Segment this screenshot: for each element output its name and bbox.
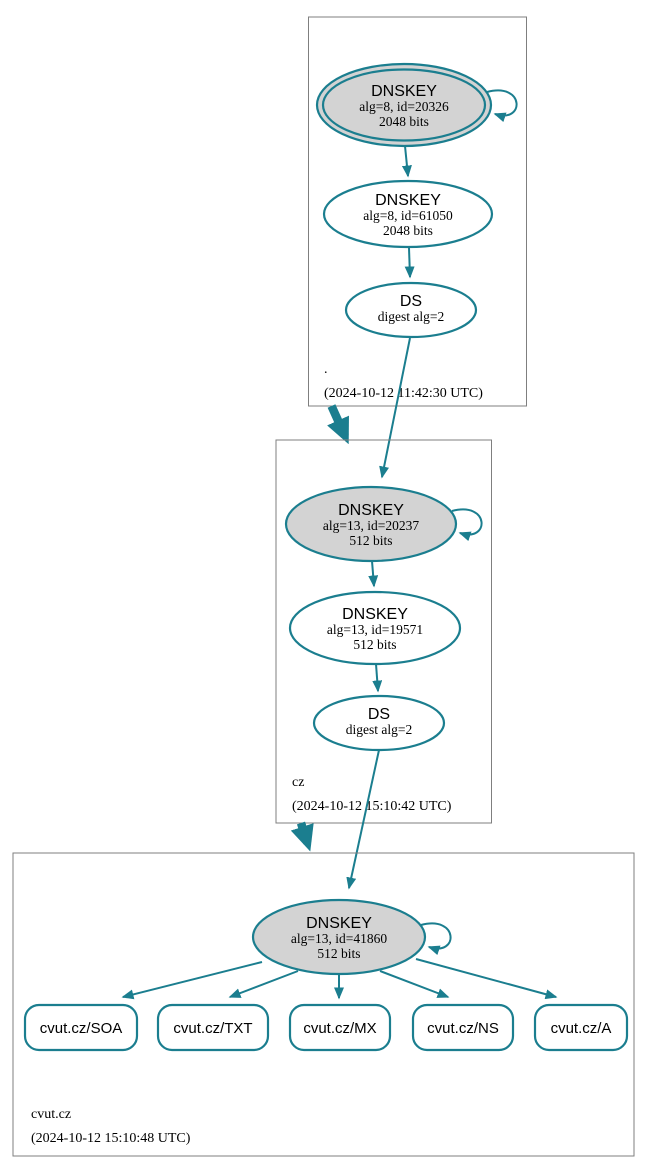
ds-title: DS	[400, 293, 422, 310]
rrset-soa-label: cvut.cz/SOA	[40, 1020, 123, 1037]
ksk-signs-zsk-arrow	[401, 145, 412, 178]
ksk-title: DNSKEY	[371, 83, 437, 100]
zsk-signs-ds-arrow	[372, 663, 383, 693]
zsk-title: DNSKEY	[342, 606, 408, 623]
zone-cvut-ksk-node[interactable]: DNSKEY alg=13, id=41860 512 bits	[251, 898, 427, 976]
rrset-txt-box[interactable]	[156, 1003, 270, 1052]
rrset-node-a[interactable]: cvut.cz/A	[533, 1003, 629, 1052]
zsk-detail2: 512 bits	[353, 637, 396, 652]
ksk-title: DNSKEY	[306, 915, 372, 932]
rrset-mx-label: cvut.cz/MX	[303, 1020, 376, 1037]
zsk-detail2: 2048 bits	[383, 223, 433, 238]
rrset-node-txt[interactable]: cvut.cz/TXT	[156, 1003, 270, 1052]
dnskey-signs-a-arrow	[415, 958, 558, 1000]
zsk-signs-ds-arrow	[404, 247, 415, 279]
ksk-detail2: 512 bits	[349, 533, 392, 548]
self-sign-loop-arrow	[486, 89, 518, 123]
zone-cz-name: cz	[292, 775, 304, 790]
ds-detail1: digest alg=2	[378, 309, 444, 324]
ksk-detail1: alg=8, id=20326	[359, 99, 449, 114]
ksk-inner-ellipse	[321, 68, 487, 142]
ds-ellipse[interactable]	[344, 281, 478, 339]
zone-root-ksk-node[interactable]: DNSKEY alg=8, id=20326 2048 bits	[315, 62, 493, 148]
ksk-detail2: 2048 bits	[379, 114, 429, 129]
zone-cvut-timestamp: (2024-10-12 15:10:48 UTC)	[31, 1131, 191, 1146]
ds-title: DS	[368, 706, 390, 723]
zone-cz: DNSKEY alg=13, id=20237 512 bits DNSKEY …	[275, 439, 492, 824]
ds-to-cz-ksk-arrow	[379, 337, 411, 479]
ksk-signs-zsk-arrow	[368, 560, 379, 588]
zsk-detail1: alg=8, id=61050	[363, 208, 453, 223]
zone-root-name: .	[324, 362, 328, 377]
zsk-title: DNSKEY	[375, 192, 441, 209]
zone-root-zsk-node[interactable]: DNSKEY alg=8, id=61050 2048 bits	[322, 179, 494, 249]
zone-root: DNSKEY alg=8, id=20326 2048 bits DNSKEY …	[308, 16, 527, 407]
dnskey-signs-ns-arrow	[379, 970, 450, 998]
ds-to-cvut-ksk-arrow	[346, 749, 380, 890]
rrset-a-box[interactable]	[533, 1003, 629, 1052]
zone-cz-ds-node[interactable]: DS digest alg=2	[312, 694, 446, 752]
ksk-ellipse[interactable]	[284, 485, 458, 563]
ksk-title: DNSKEY	[338, 502, 404, 519]
zsk-detail1: alg=13, id=19571	[327, 622, 423, 637]
zone-cz-timestamp: (2024-10-12 15:10:42 UTC)	[292, 799, 452, 814]
ksk-detail1: alg=13, id=41860	[291, 931, 387, 946]
ksk-ellipse[interactable]	[251, 898, 427, 976]
zone-root-box	[308, 16, 527, 407]
zone-root-timestamp: (2024-10-12 11:42:30 UTC)	[324, 386, 483, 401]
zsk-ellipse[interactable]	[288, 590, 462, 666]
zone-cz-zsk-node[interactable]: DNSKEY alg=13, id=19571 512 bits	[288, 590, 462, 666]
rrset-a-label: cvut.cz/A	[551, 1020, 612, 1037]
rrset-node-ns[interactable]: cvut.cz/NS	[411, 1003, 515, 1052]
rrset-node-mx[interactable]: cvut.cz/MX	[288, 1003, 392, 1052]
rrset-mx-box[interactable]	[288, 1003, 392, 1052]
self-sign-loop-arrow	[451, 508, 483, 542]
zone-cvut-name: cvut.cz	[31, 1107, 71, 1122]
dnskey-signs-txt-arrow	[228, 970, 299, 998]
ksk-detail1: alg=13, id=20237	[323, 518, 419, 533]
zone-cvut-box	[12, 852, 635, 1157]
zone-cvut: DNSKEY alg=13, id=41860 512 bits cvut.cz…	[12, 852, 635, 1157]
zone-root-ds-node[interactable]: DS digest alg=2	[344, 281, 478, 339]
rrset-node-soa[interactable]: cvut.cz/SOA	[23, 1003, 139, 1052]
ksk-detail2: 512 bits	[317, 946, 360, 961]
rrset-txt-label: cvut.cz/TXT	[173, 1020, 252, 1037]
delegation-arrow-root-to-cz	[327, 404, 349, 445]
zsk-ellipse[interactable]	[322, 179, 494, 249]
self-sign-loop-arrow	[420, 922, 452, 956]
zone-cz-ksk-node[interactable]: DNSKEY alg=13, id=20237 512 bits	[284, 485, 458, 563]
delegation-arrow-cz-to-cvut	[290, 821, 314, 852]
rrset-soa-box[interactable]	[23, 1003, 139, 1052]
rrset-ns-label: cvut.cz/NS	[427, 1020, 499, 1037]
zone-cz-box	[275, 439, 492, 824]
dnskey-signs-soa-arrow	[121, 961, 263, 1000]
ds-detail1: digest alg=2	[346, 722, 412, 737]
rrset-ns-box[interactable]	[411, 1003, 515, 1052]
